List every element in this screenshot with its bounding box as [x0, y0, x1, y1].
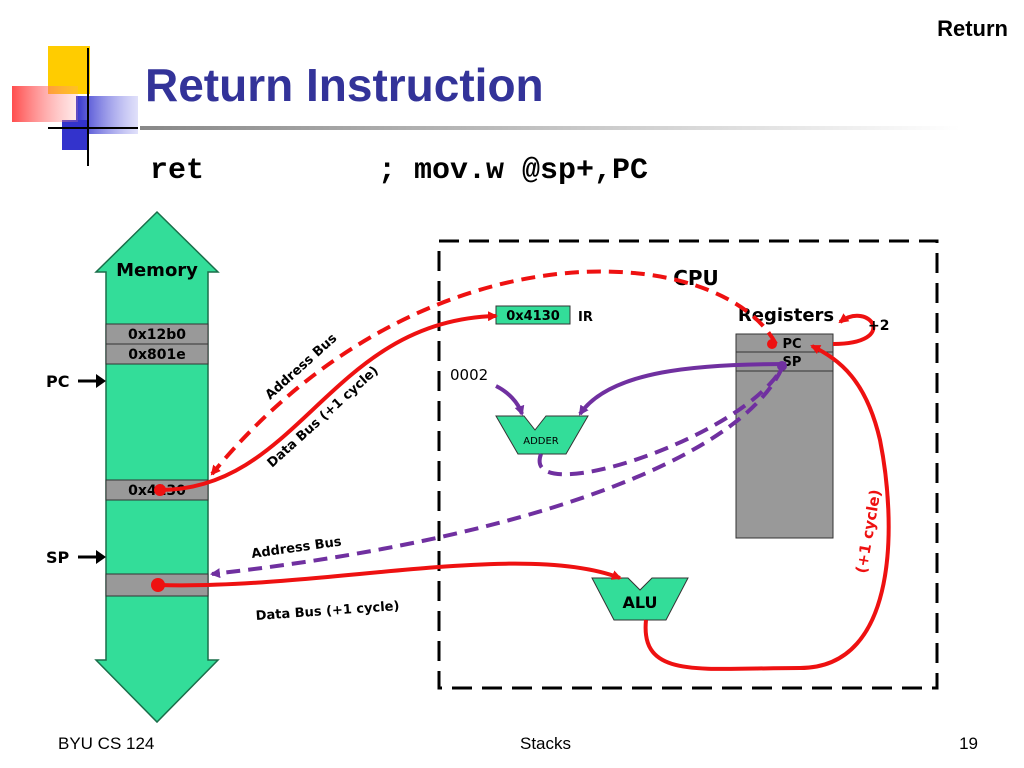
- footer-page-number: 19: [959, 734, 978, 753]
- title-underline: [140, 126, 960, 130]
- address-bus-pc-path: [210, 269, 778, 476]
- increment-label: +2: [868, 318, 889, 334]
- address-bus-sp-path: [210, 367, 784, 579]
- register-pc-label: PC: [782, 337, 801, 352]
- corner-section-title: Return: [937, 16, 1008, 41]
- data-bus-pop-path: [157, 561, 622, 588]
- cycle-note: (+1 cycle): [852, 488, 884, 575]
- sp-pointer-label: SP: [46, 548, 70, 567]
- alu-to-pc-path: [643, 344, 891, 671]
- pc-increment-loop: [832, 313, 876, 346]
- footer-course: BYU CS 124: [58, 734, 155, 753]
- memory-cell-value: 0x12b0: [128, 327, 186, 343]
- code-instruction: ret: [150, 154, 205, 188]
- pc-pointer-label: PC: [46, 372, 69, 391]
- adder-label: ADDER: [523, 436, 559, 447]
- memory-cell: [105, 343, 209, 365]
- title-logo-icon: [12, 46, 138, 166]
- alu-label: ALU: [623, 593, 658, 612]
- address-bus-label: Address Bus: [250, 534, 342, 562]
- memory-column: [94, 210, 220, 724]
- cpu-boundary: [437, 239, 939, 690]
- constant-value: 0002: [450, 366, 488, 384]
- data-bus-fetch-path: [159, 311, 498, 492]
- adder-unit: [495, 415, 589, 455]
- data-bus-label: Data Bus (+1 cycle): [255, 599, 400, 624]
- ir-value: 0x4130: [506, 309, 560, 324]
- sp-to-adder-path: [578, 362, 787, 416]
- register-sp-label: SP: [783, 355, 802, 370]
- ir-label: IR: [578, 310, 593, 325]
- alu-unit: [591, 577, 689, 621]
- constant-to-adder-path: [495, 384, 525, 416]
- memory-label: Memory: [116, 260, 198, 281]
- footer-topic: Stacks: [520, 734, 572, 753]
- memory-cell-value: 0x801e: [128, 347, 186, 363]
- code-comment: ; mov.w @sp+,PC: [378, 154, 649, 188]
- slide-title: Return Instruction: [145, 59, 544, 111]
- registers-label: Registers: [738, 305, 834, 326]
- adder-to-sp-path: [537, 366, 784, 477]
